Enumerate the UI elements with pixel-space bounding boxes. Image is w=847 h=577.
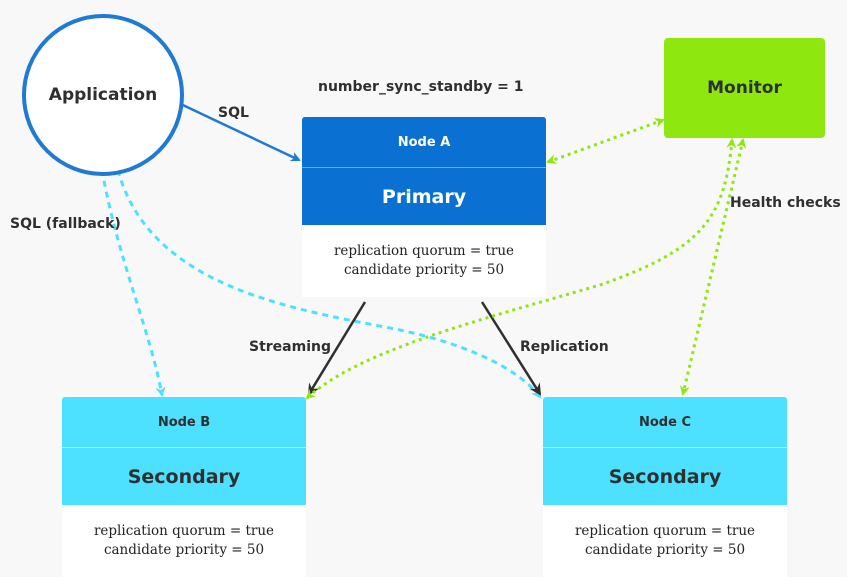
health-arrow-a bbox=[546, 118, 665, 164]
node-b-settings: replication quorum = true candidate prio… bbox=[62, 505, 306, 577]
streaming-label: Streaming bbox=[249, 339, 331, 355]
node-a-name: Node A bbox=[302, 117, 546, 168]
health-checks-label: Health checks bbox=[730, 195, 841, 211]
sql-label: SQL bbox=[218, 105, 249, 121]
sql-arrow bbox=[167, 96, 301, 162]
monitor-node: Monitor bbox=[664, 38, 825, 138]
node-b-name: Node B bbox=[62, 397, 306, 448]
node-b: Node B Secondary replication quorum = tr… bbox=[62, 397, 306, 577]
sql-fallback-label: SQL (fallback) bbox=[10, 216, 121, 232]
node-c: Node C Secondary replication quorum = tr… bbox=[543, 397, 787, 577]
node-a-role: Primary bbox=[302, 168, 546, 225]
node-c-name: Node C bbox=[543, 397, 787, 448]
node-c-replication-quorum: replication quorum = true bbox=[574, 523, 756, 539]
node-a-replication-quorum: replication quorum = true bbox=[333, 243, 515, 259]
sql-fallback-arrow-b bbox=[100, 169, 166, 397]
node-a-settings: replication quorum = true candidate prio… bbox=[302, 225, 546, 297]
node-c-candidate-priority: candidate priority = 50 bbox=[584, 542, 746, 558]
node-a-candidate-priority: candidate priority = 50 bbox=[343, 262, 505, 278]
node-c-settings: replication quorum = true candidate prio… bbox=[543, 505, 787, 577]
monitor-label: Monitor bbox=[707, 78, 782, 98]
health-arrow-c bbox=[679, 138, 747, 396]
node-b-role: Secondary bbox=[62, 448, 306, 505]
replication-label: Replication bbox=[520, 339, 609, 355]
node-b-candidate-priority: candidate priority = 50 bbox=[103, 542, 265, 558]
node-a: Node A Primary replication quorum = true… bbox=[302, 117, 546, 297]
node-c-role: Secondary bbox=[543, 448, 787, 505]
application-label: Application bbox=[48, 85, 158, 105]
sync-standby-setting: number_sync_standby = 1 bbox=[318, 79, 524, 95]
node-b-replication-quorum: replication quorum = true bbox=[93, 523, 275, 539]
application-node: Application bbox=[22, 14, 184, 176]
